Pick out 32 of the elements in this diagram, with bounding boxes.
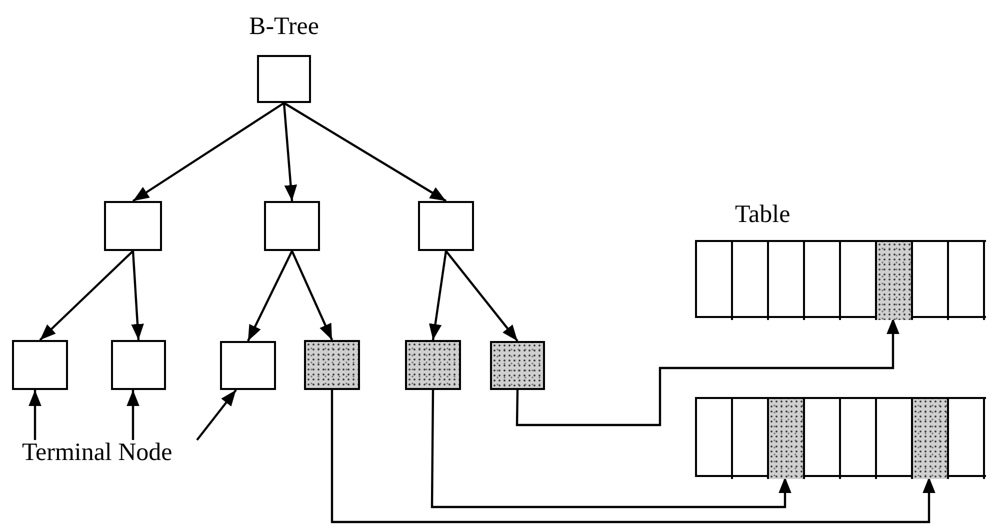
arrow	[330, 390, 936, 524]
arrow	[430, 390, 792, 508]
arrow	[516, 318, 900, 426]
tree-node-box	[220, 341, 276, 390]
shaded-tree-node-box	[405, 340, 461, 390]
arrow	[28, 390, 42, 440]
arrow	[283, 102, 447, 202]
tree-node-box	[264, 201, 320, 251]
tree-node-box	[111, 340, 166, 390]
shaded-table-cell	[769, 399, 805, 479]
arrow	[39, 250, 134, 341]
tree-node-box	[104, 201, 162, 251]
tree-title: B-Tree	[248, 14, 320, 40]
arrow	[131, 250, 144, 340]
arrow	[291, 250, 333, 340]
arrow	[428, 250, 448, 340]
tree-node-box	[418, 201, 474, 251]
arrow	[196, 389, 237, 441]
arrow	[445, 250, 518, 342]
node-label: Terminal Node	[22, 440, 222, 468]
table-row	[695, 240, 986, 318]
arrow	[247, 250, 293, 342]
shaded-tree-node-box	[304, 340, 360, 390]
arrow	[282, 102, 298, 202]
table-title: Table	[735, 202, 790, 228]
tree-node-box	[12, 340, 68, 390]
table-row	[695, 397, 986, 477]
arrow	[126, 390, 140, 440]
shaded-table-cell	[913, 399, 949, 479]
shaded-tree-node-box	[490, 341, 545, 390]
arrow	[132, 102, 285, 202]
shaded-table-cell	[877, 242, 913, 320]
